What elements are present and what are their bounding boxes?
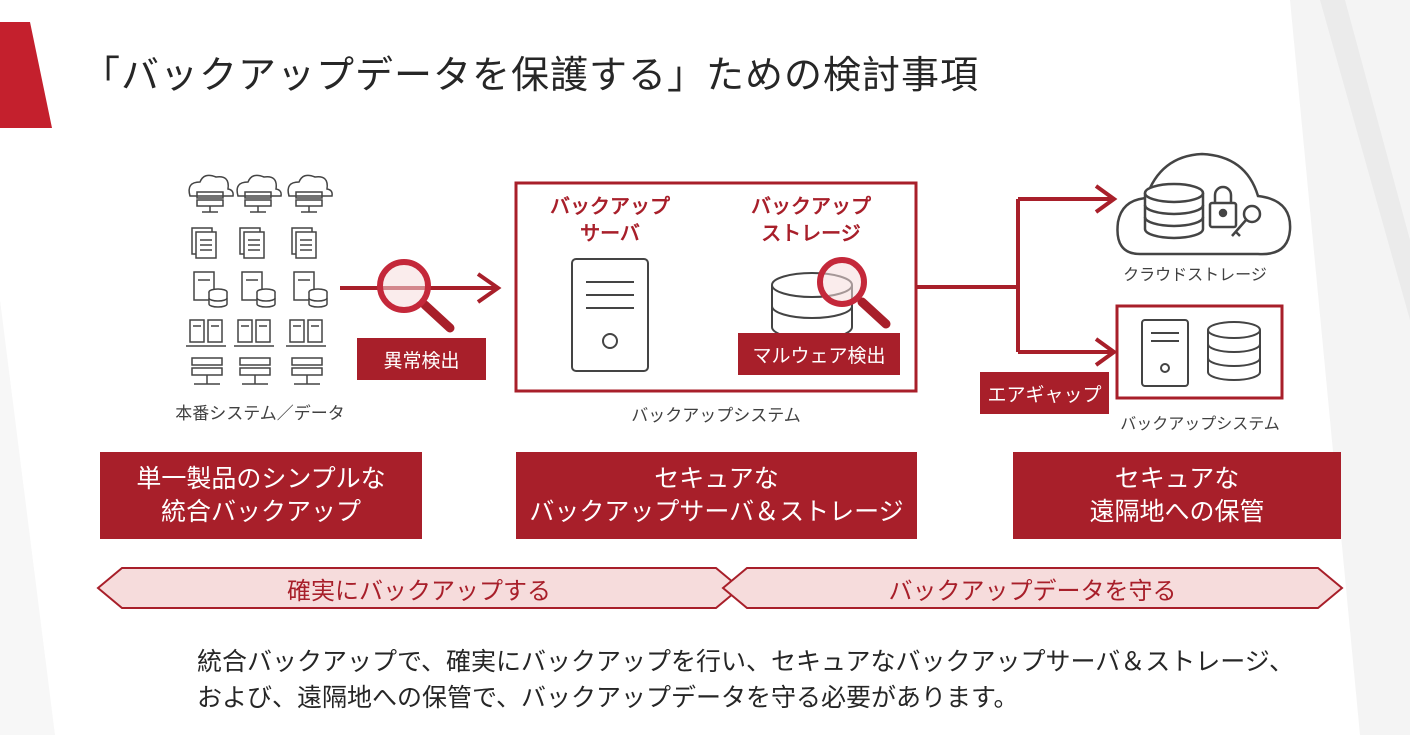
cloud-lock-icon (1116, 152, 1292, 256)
feature-box-remote-storage: セキュアな 遠隔地への保管 (1013, 452, 1341, 539)
anomaly-detection-tag: 異常検出 (357, 338, 486, 380)
database-document-icon (241, 271, 276, 308)
backup-system-label: バックアップシステム (631, 406, 801, 426)
document-icon (291, 227, 317, 259)
cloud-server-icon (236, 174, 282, 213)
cloud-server-icon (287, 174, 333, 213)
document-icon (191, 227, 217, 259)
flow-arrow-to-remote (916, 184, 1118, 367)
cloud-server-icon (188, 174, 234, 213)
page-title: 「バックアップデータを保護する」ための検討事項 (82, 53, 980, 97)
production-label: 本番システム／データ (175, 404, 345, 424)
summary-line-2: および、遠隔地への保管で、バックアップデータを守る必要があります。 (197, 682, 1019, 712)
rack-icon (291, 357, 323, 385)
server-tower-icon (571, 258, 649, 372)
goal-arrow-shape (721, 567, 1344, 609)
malware-detection-tag: マルウェア検出 (738, 333, 900, 375)
feature-box-secure-server-storage: セキュアな バックアップサーバ＆ストレージ (516, 452, 917, 539)
database-document-icon (193, 271, 228, 308)
summary-text: 統合バックアップで、確実にバックアップを行い、セキュアなバックアップサーバ＆スト… (197, 644, 1294, 715)
backup-storage-heading: バックアップ ストレージ (751, 194, 871, 245)
remote-backup-system-label: バックアップシステム (1120, 414, 1280, 433)
document-icon (239, 227, 265, 259)
server-pair-icon (234, 319, 274, 347)
summary-line-1: 統合バックアップで、確実にバックアップを行い、セキュアなバックアップサーバ＆スト… (197, 647, 1295, 676)
goal-reliable-backup: 確実にバックアップする (287, 576, 551, 605)
background-stripe (1320, 0, 1410, 320)
background-stripe (1290, 0, 1410, 735)
cloud-storage-label: クラウドストレージ (1123, 265, 1267, 284)
server-pair-icon (186, 319, 226, 347)
magnifier-icon (377, 259, 455, 333)
airgap-tag: エアギャップ (980, 372, 1109, 414)
background-stripe (0, 300, 55, 735)
magnifier-icon (817, 257, 891, 329)
feature-box-unified-backup: 単一製品のシンプルな 統合バックアップ (100, 452, 422, 539)
database-document-icon (293, 271, 328, 308)
server-tower-icon (1141, 319, 1189, 387)
corner-accent-logo (0, 22, 52, 128)
backup-server-heading: バックアップ サーバ (550, 194, 670, 245)
rack-icon (191, 357, 223, 385)
goal-protect-data: バックアップデータを守る (888, 576, 1177, 605)
production-icons (186, 174, 333, 385)
database-icon (1207, 321, 1261, 381)
server-pair-icon (286, 319, 326, 347)
rack-icon (239, 357, 271, 385)
